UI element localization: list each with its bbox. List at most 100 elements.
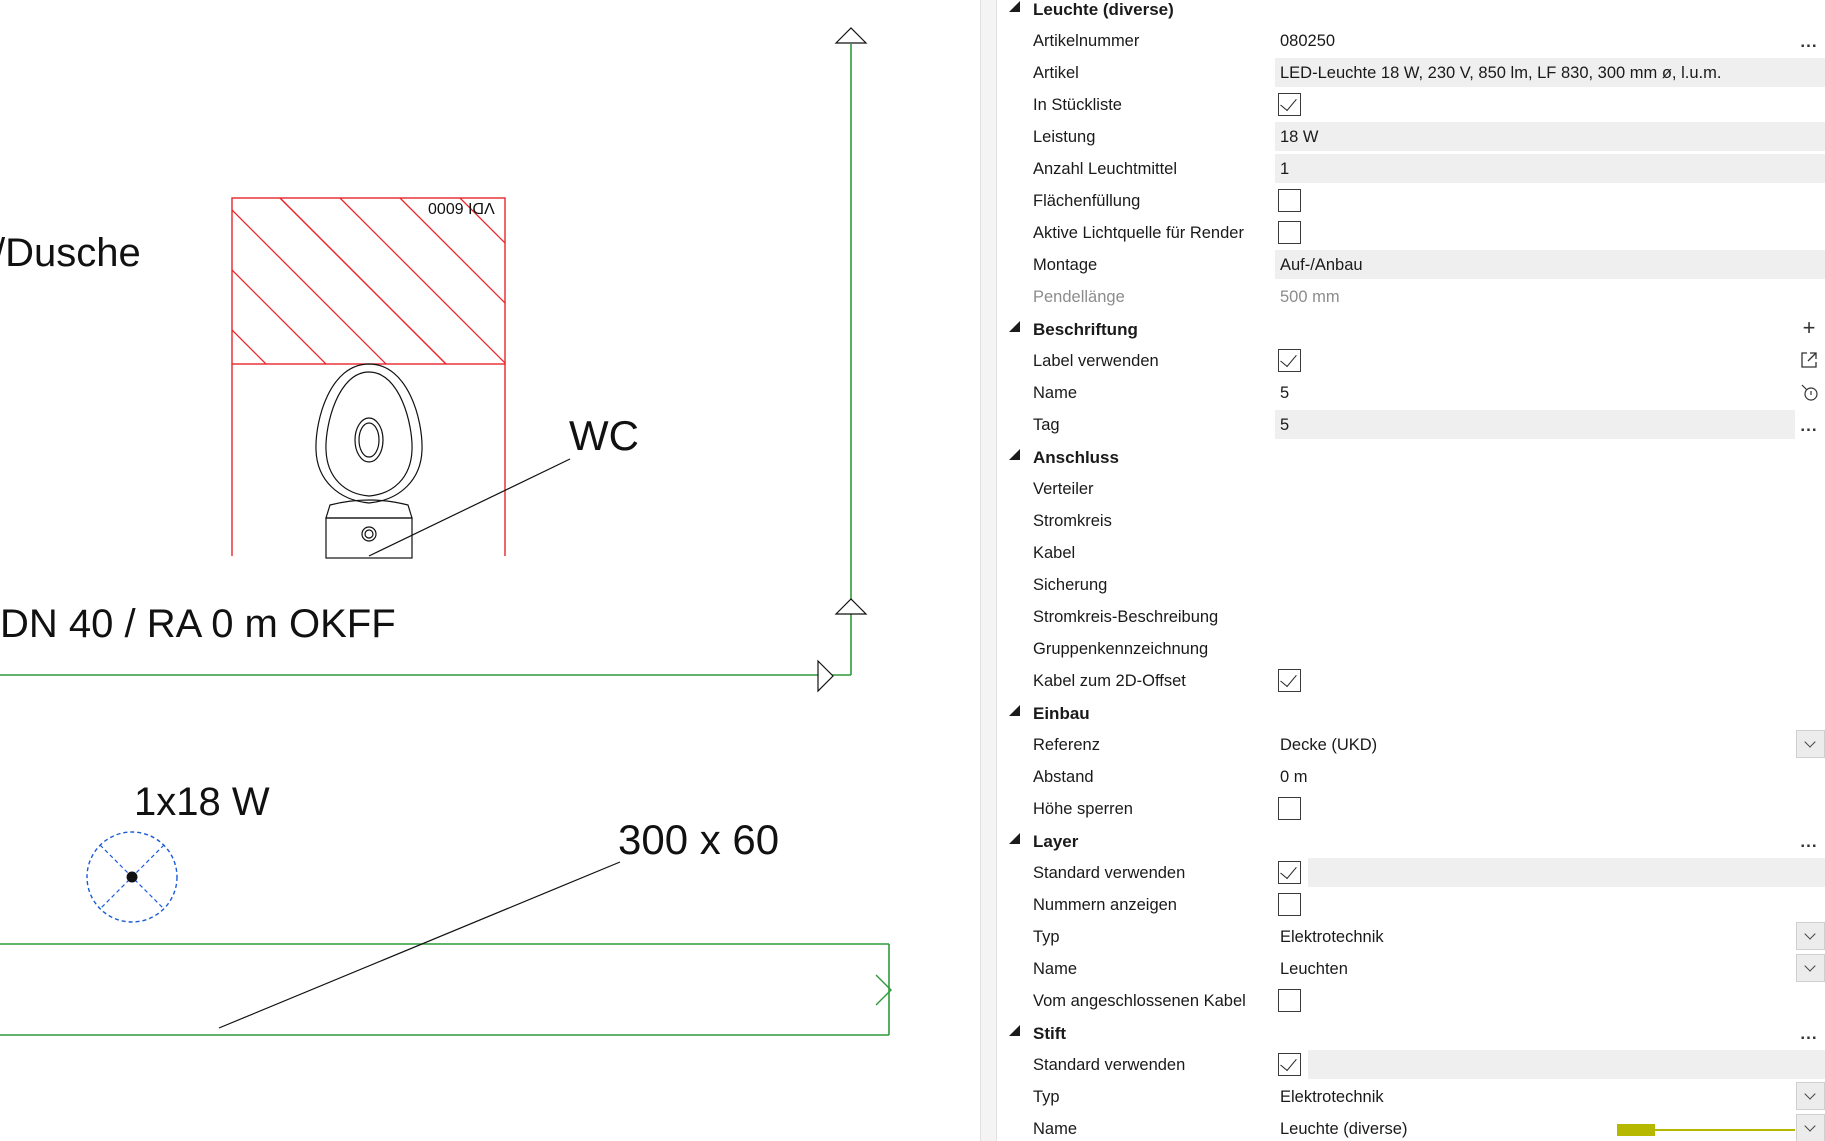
collapse-icon[interactable] bbox=[1009, 449, 1020, 460]
section-beschriftung[interactable]: Beschriftung + bbox=[997, 313, 1825, 343]
row-stift-typ[interactable]: Typ Elektrotechnik bbox=[997, 1081, 1825, 1111]
row-abstand[interactable]: Abstand 0 m bbox=[997, 761, 1825, 791]
wall-outline-lower[interactable] bbox=[0, 943, 892, 1036]
row-artikel[interactable]: Artikel LED-Leuchte 18 W, 230 V, 850 lm,… bbox=[997, 57, 1825, 87]
row-kabel-2d-offset[interactable]: Kabel zum 2D-Offset bbox=[997, 665, 1825, 695]
row-gruppenkennzeichnung[interactable]: Gruppenkennzeichnung bbox=[997, 633, 1825, 663]
row-hoehe-sperren[interactable]: Höhe sperren bbox=[997, 793, 1825, 823]
chevron-down-icon[interactable] bbox=[1796, 730, 1825, 758]
tag-value[interactable]: 5 bbox=[1275, 410, 1795, 439]
drawing-canvas[interactable]: VDI 6000 WC /Dusche DN 40 / RA 0 m OKFF … bbox=[0, 0, 980, 1141]
row-flaechenfuellung[interactable]: Flächenfüllung bbox=[997, 185, 1825, 215]
abstand-value[interactable]: 0 m bbox=[1280, 768, 1308, 786]
row-layer-name[interactable]: Name Leuchten bbox=[997, 953, 1825, 983]
row-stift-standard[interactable]: Standard verwenden bbox=[997, 1049, 1825, 1079]
add-icon[interactable]: + bbox=[1802, 315, 1816, 340]
wc-label: WC bbox=[569, 412, 639, 459]
row-label: Vom angeschlossenen Kabel bbox=[1033, 992, 1246, 1010]
row-layer-standard[interactable]: Standard verwenden bbox=[997, 857, 1825, 887]
hoehe-sperren-checkbox[interactable] bbox=[1278, 797, 1301, 820]
layer-standard-checkbox[interactable] bbox=[1278, 861, 1301, 884]
pendellaenge-value: 500 mm bbox=[1280, 288, 1340, 306]
row-label-verwenden[interactable]: Label verwenden bbox=[997, 345, 1825, 375]
row-in-stueckliste[interactable]: In Stückliste bbox=[997, 89, 1825, 119]
row-label: Aktive Lichtquelle für Render bbox=[1033, 224, 1244, 242]
name-value[interactable]: 5 bbox=[1280, 384, 1290, 402]
row-artikelnummer[interactable]: Artikelnummer 080250 ... bbox=[997, 25, 1825, 55]
more-options-icon[interactable]: ... bbox=[1800, 1024, 1818, 1043]
hatched-area[interactable] bbox=[231, 150, 685, 603]
row-label: Kabel bbox=[1033, 544, 1076, 562]
collapse-icon[interactable] bbox=[1009, 1025, 1020, 1036]
row-stromkreis[interactable]: Stromkreis bbox=[997, 505, 1825, 535]
floor-plan[interactable]: VDI 6000 WC /Dusche DN 40 / RA 0 m OKFF … bbox=[0, 0, 980, 1141]
stift-name-select[interactable]: Leuchte (diverse) bbox=[1280, 1120, 1408, 1138]
label-verwenden-checkbox[interactable] bbox=[1278, 349, 1301, 372]
row-layer-typ[interactable]: Typ Elektrotechnik bbox=[997, 921, 1825, 951]
chevron-down-icon[interactable] bbox=[1796, 954, 1825, 982]
referenz-select[interactable]: Decke (UKD) bbox=[1280, 736, 1378, 754]
more-options-icon[interactable]: ... bbox=[1800, 32, 1818, 51]
chevron-down-icon[interactable] bbox=[1796, 922, 1825, 950]
more-options-icon[interactable]: ... bbox=[1800, 416, 1818, 435]
row-montage[interactable]: Montage Auf-/Anbau bbox=[997, 249, 1825, 279]
row-label: Name bbox=[1033, 384, 1078, 402]
row-label: Artikelnummer bbox=[1033, 32, 1140, 50]
light-fixture-symbol[interactable] bbox=[86, 831, 178, 923]
row-sicherung[interactable]: Sicherung bbox=[997, 569, 1825, 599]
row-verteiler[interactable]: Verteiler bbox=[997, 473, 1825, 503]
stueckliste-checkbox[interactable] bbox=[1278, 93, 1301, 116]
layer-name-select[interactable]: Leuchten bbox=[1280, 960, 1348, 978]
section-title: Anschluss bbox=[1033, 448, 1119, 467]
row-label: Anzahl Leuchtmittel bbox=[1033, 160, 1177, 178]
nummern-checkbox[interactable] bbox=[1278, 893, 1301, 916]
section-einbau[interactable]: Einbau bbox=[997, 697, 1825, 727]
vdi-label: VDI 6000 bbox=[428, 199, 495, 216]
lichtquelle-checkbox[interactable] bbox=[1278, 221, 1301, 244]
montage-value[interactable]: Auf-/Anbau bbox=[1275, 250, 1825, 279]
collapse-icon[interactable] bbox=[1009, 705, 1020, 716]
wall-outline-upper[interactable] bbox=[0, 44, 852, 676]
row-vom-kabel[interactable]: Vom angeschlossenen Kabel bbox=[997, 985, 1825, 1015]
row-label: Stromkreis bbox=[1033, 512, 1112, 530]
section-leuchte[interactable]: Leuchte (diverse) bbox=[997, 0, 1825, 23]
row-kabel[interactable]: Kabel bbox=[997, 537, 1825, 567]
flaechenfuellung-checkbox[interactable] bbox=[1278, 189, 1301, 212]
chevron-down-icon[interactable] bbox=[1796, 1114, 1825, 1141]
collapse-icon[interactable] bbox=[1009, 833, 1020, 844]
kabel-offset-checkbox[interactable] bbox=[1278, 669, 1301, 692]
row-label: Pendellänge bbox=[1033, 288, 1125, 306]
wc-symbol[interactable] bbox=[315, 363, 571, 559]
row-label: Leistung bbox=[1033, 128, 1096, 146]
more-options-icon[interactable]: ... bbox=[1800, 832, 1818, 851]
row-name[interactable]: Name 5 bbox=[997, 377, 1825, 407]
anzahl-value[interactable]: 1 bbox=[1275, 154, 1825, 183]
row-pendellaenge: Pendellänge 500 mm bbox=[997, 281, 1825, 311]
pointer-icon[interactable] bbox=[1797, 379, 1821, 405]
collapse-icon[interactable] bbox=[1009, 1, 1020, 12]
artikel-value[interactable]: LED-Leuchte 18 W, 230 V, 850 lm, LF 830,… bbox=[1275, 58, 1825, 87]
row-aktive-lichtquelle[interactable]: Aktive Lichtquelle für Render bbox=[997, 217, 1825, 247]
section-anschluss[interactable]: Anschluss bbox=[997, 441, 1825, 471]
external-link-icon[interactable] bbox=[1797, 347, 1821, 373]
row-stromkreis-beschreibung[interactable]: Stromkreis-Beschreibung bbox=[997, 601, 1825, 631]
row-nummern-anzeigen[interactable]: Nummern anzeigen bbox=[997, 889, 1825, 919]
stift-typ-select[interactable]: Elektrotechnik bbox=[1280, 1088, 1384, 1106]
row-referenz[interactable]: Referenz Decke (UKD) bbox=[997, 729, 1825, 759]
collapse-icon[interactable] bbox=[1009, 321, 1020, 332]
chevron-down-icon[interactable] bbox=[1796, 1082, 1825, 1110]
row-anzahl-leuchtmittel[interactable]: Anzahl Leuchtmittel 1 bbox=[997, 153, 1825, 183]
section-layer[interactable]: Layer ... bbox=[997, 825, 1825, 855]
leistung-value[interactable]: 18 W bbox=[1275, 122, 1825, 151]
properties-panel[interactable]: Leuchte (diverse) Artikelnummer 080250 .… bbox=[997, 0, 1825, 1141]
layer-typ-select[interactable]: Elektrotechnik bbox=[1280, 928, 1384, 946]
row-stift-name[interactable]: Name Leuchte (diverse) bbox=[997, 1113, 1825, 1141]
stift-standard-checkbox[interactable] bbox=[1278, 1053, 1301, 1076]
artikelnummer-value[interactable]: 080250 bbox=[1280, 32, 1336, 50]
row-tag[interactable]: Tag 5 ... bbox=[997, 409, 1825, 439]
section-stift[interactable]: Stift ... bbox=[997, 1017, 1825, 1047]
panel-splitter[interactable] bbox=[980, 0, 997, 1141]
row-leistung[interactable]: Leistung 18 W bbox=[997, 121, 1825, 151]
pen-line-preview bbox=[1655, 1129, 1795, 1131]
vom-kabel-checkbox[interactable] bbox=[1278, 989, 1301, 1012]
